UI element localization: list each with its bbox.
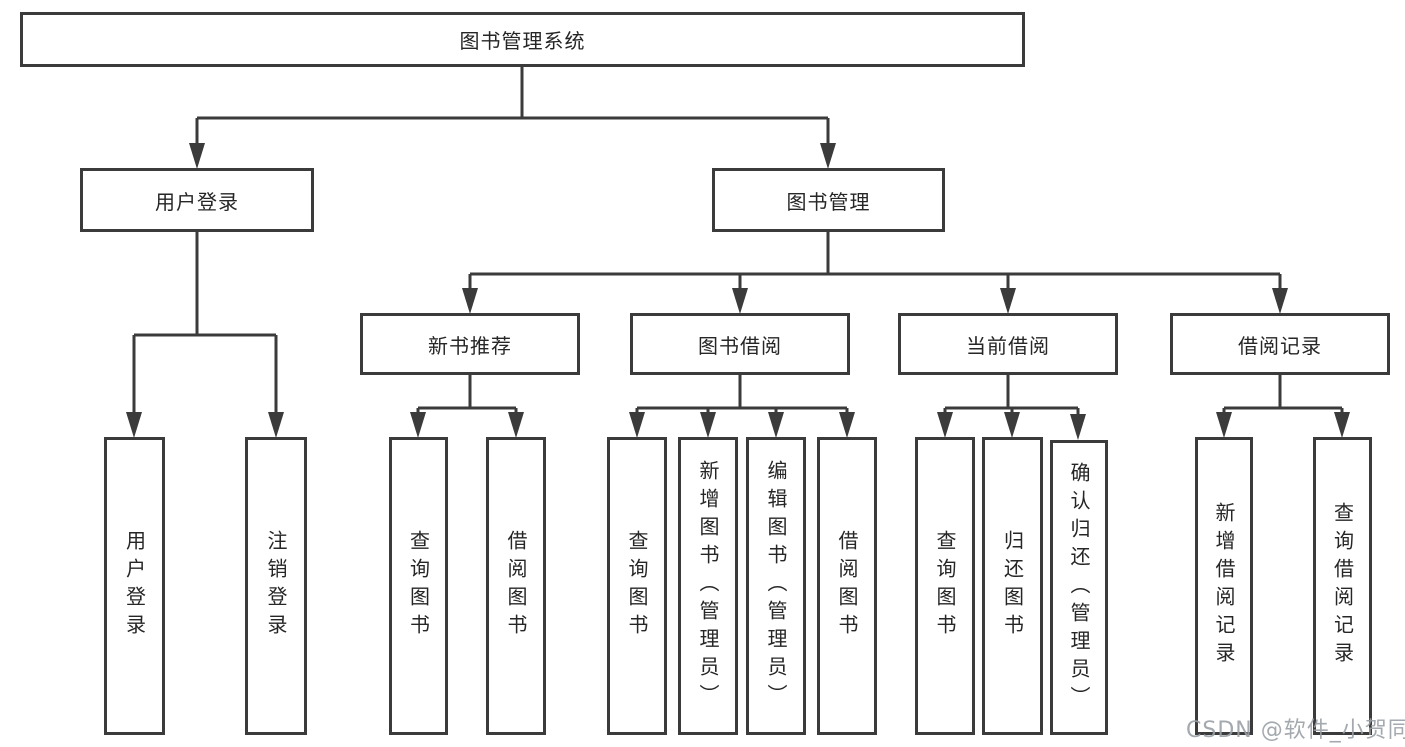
leaf-cb-query-books: 查询图书 [915, 437, 975, 735]
leaf-bb-add-books-admin: 新增图书（管理员） [678, 437, 738, 735]
leaf-cb-confirm-return-admin: 确认归还（管理员） [1050, 440, 1108, 735]
leaf-cb-return-books: 归还图书 [982, 437, 1043, 735]
node-borrow-records: 借阅记录 [1170, 313, 1390, 375]
leaf-bb-borrow-books: 借阅图书 [817, 437, 877, 735]
leaf-bb-edit-books-admin: 编辑图书（管理员） [746, 437, 806, 735]
node-book-management: 图书管理 [712, 168, 945, 232]
node-new-book-recommend: 新书推荐 [360, 313, 580, 375]
node-user-login: 用户登录 [80, 168, 314, 232]
leaf-bb-query-books: 查询图书 [607, 437, 667, 735]
node-book-borrow: 图书借阅 [630, 313, 850, 375]
leaf-nb-query-books: 查询图书 [389, 437, 448, 735]
leaf-user-login: 用户登录 [104, 437, 165, 735]
leaf-br-query-record: 查询借阅记录 [1313, 437, 1372, 735]
leaf-br-add-record: 新增借阅记录 [1195, 437, 1253, 735]
leaf-logout: 注销登录 [245, 437, 307, 735]
root-node: 图书管理系统 [20, 12, 1025, 67]
node-current-borrow: 当前借阅 [898, 313, 1118, 375]
csdn-watermark: CSDN @软件_小贺同学 [1186, 718, 1405, 743]
leaf-nb-borrow-books: 借阅图书 [486, 437, 546, 735]
